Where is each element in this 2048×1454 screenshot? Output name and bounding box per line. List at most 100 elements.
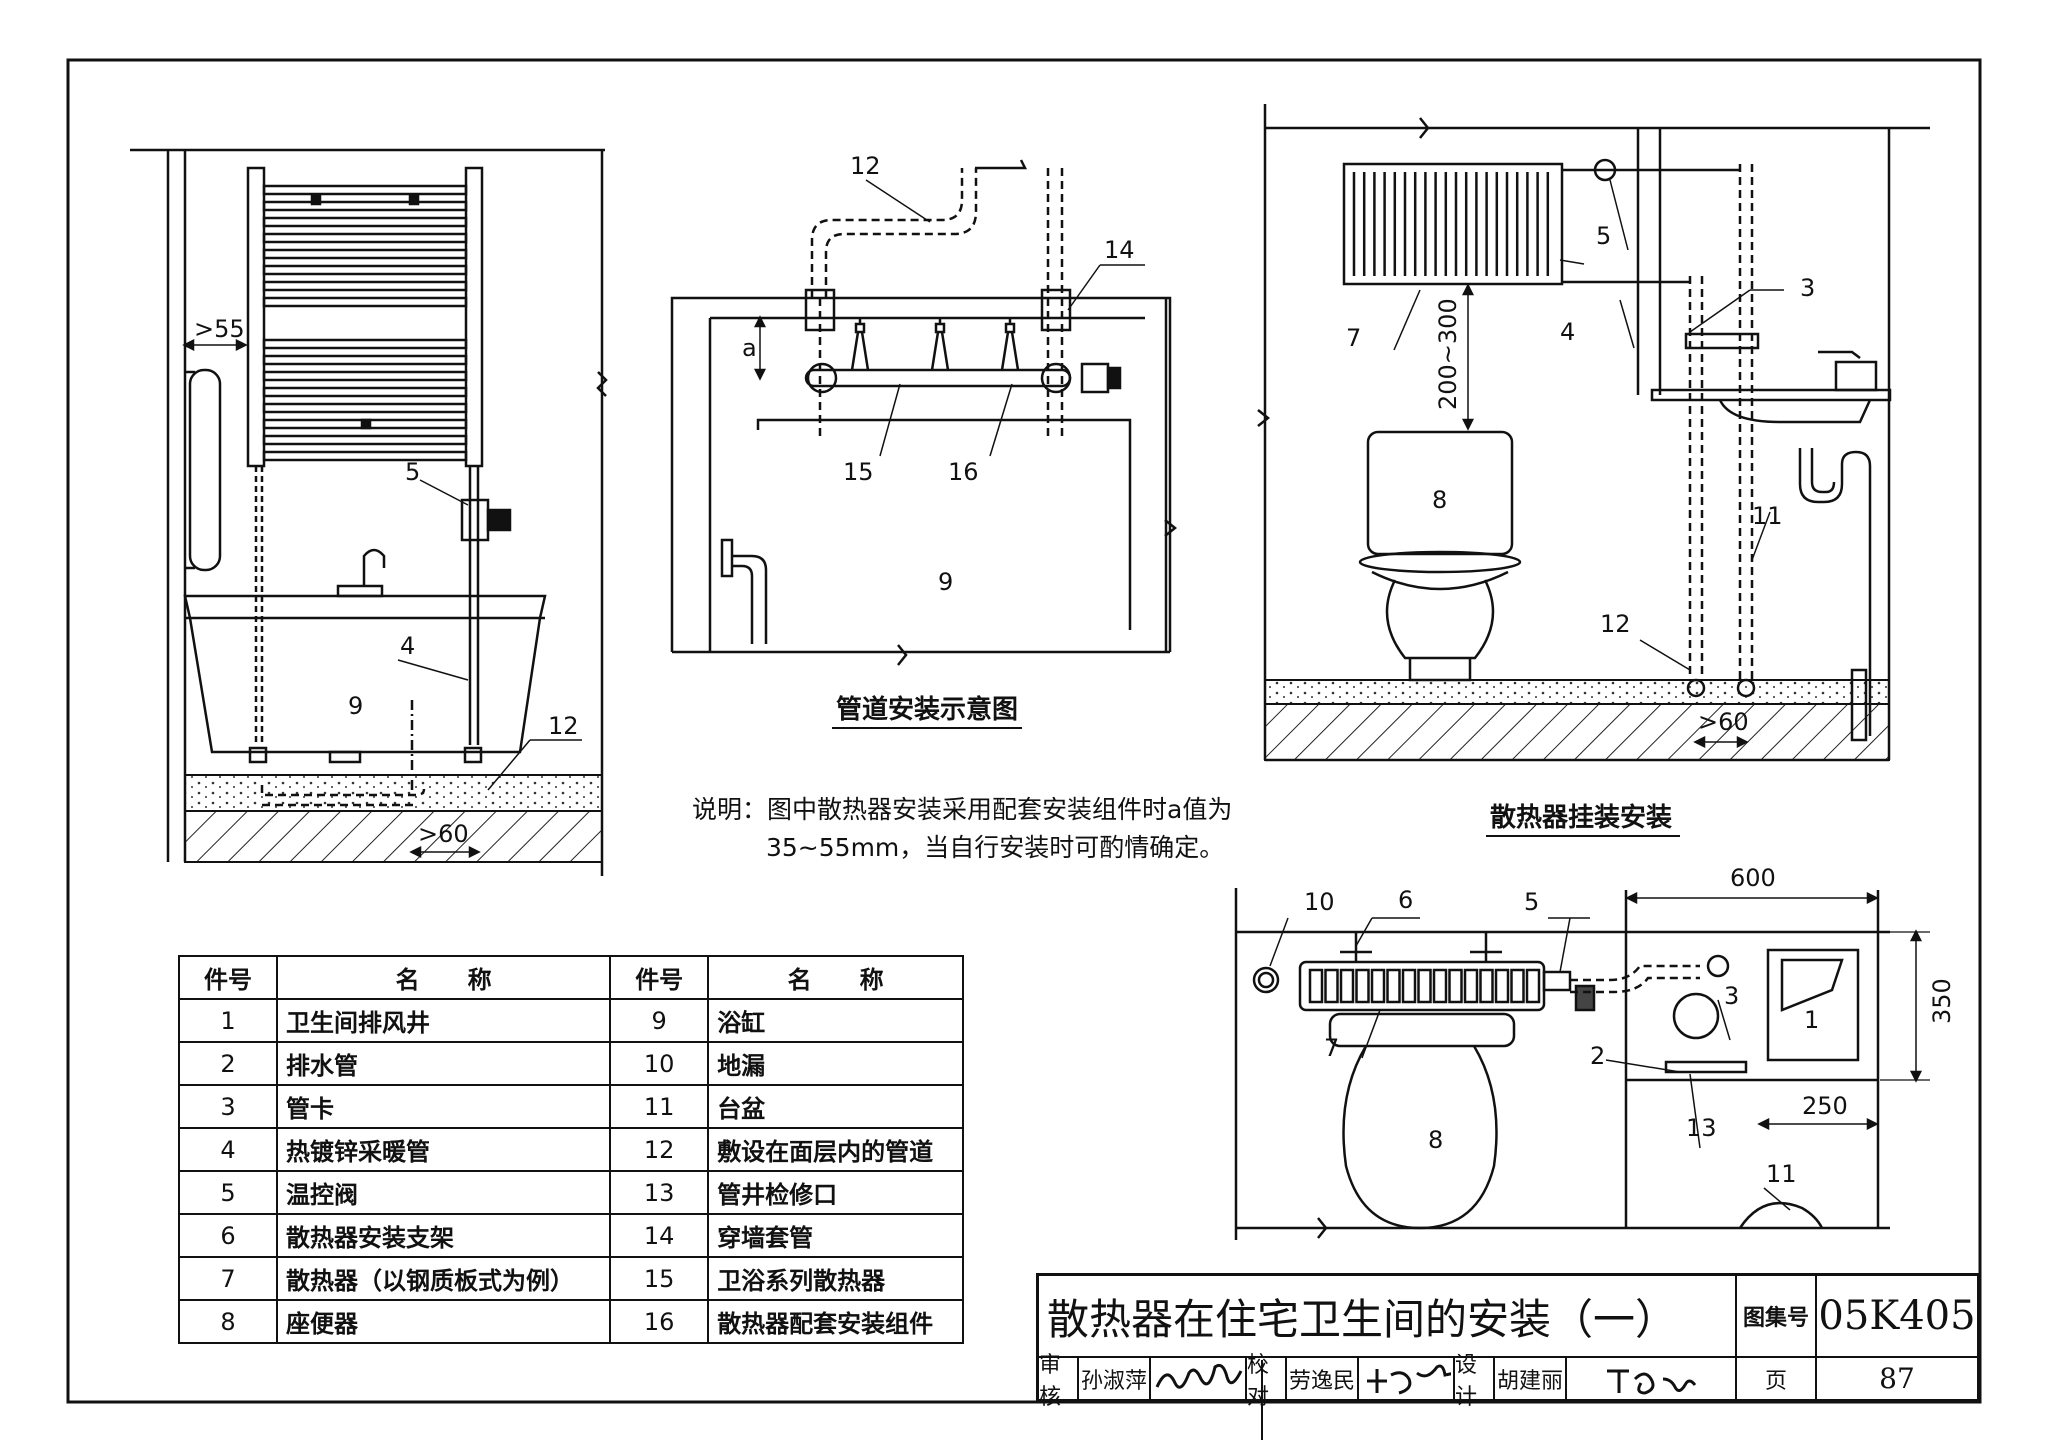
part-name: 敷设在面层内的管道	[707, 1127, 964, 1172]
left-callout-5: 5	[405, 458, 420, 486]
part-no: 14	[609, 1213, 710, 1258]
plan-callout-2: 2	[1590, 1042, 1605, 1070]
design-name: 胡建丽	[1495, 1358, 1567, 1399]
right-callout-60: >60	[1698, 708, 1749, 736]
plan-cell	[1525, 968, 1541, 1004]
plan-callout-11: 11	[1766, 1160, 1797, 1188]
page-label: 页	[1737, 1358, 1817, 1399]
col-header-name-2: 名 称	[707, 955, 964, 1000]
left-callout-60: >60	[418, 820, 469, 848]
plan-cell	[1479, 968, 1494, 1004]
towel-bar	[262, 184, 468, 196]
right-callout-4: 4	[1560, 318, 1575, 346]
right-callout-12: 12	[1600, 610, 1631, 638]
plan-cell	[1448, 968, 1463, 1004]
design-signature	[1567, 1358, 1737, 1399]
mounting-bracket	[930, 318, 950, 371]
right-dim-200-300: 200~300	[1434, 298, 1462, 410]
plan-callout-7: 7	[1324, 1034, 1339, 1062]
part-no: 10	[609, 1041, 710, 1086]
signature-row: 审核 孙淑萍 校对 劳逸民 设计 胡建丽 页 87	[1039, 1353, 1977, 1410]
part-name: 卫生间排风井	[275, 998, 612, 1043]
plan-cell	[1463, 968, 1479, 1004]
left-callout-9: 9	[348, 692, 363, 720]
part-name: 散热器安装支架	[275, 1213, 612, 1258]
left-elevation-view	[130, 148, 608, 876]
part-name: 卫浴系列散热器	[707, 1256, 964, 1301]
towel-bar	[262, 370, 468, 382]
plan-cell	[1494, 968, 1510, 1004]
towel-bar	[262, 296, 468, 308]
towel-bar	[262, 386, 468, 398]
left-callout-55: >55	[194, 315, 245, 343]
part-name: 座便器	[275, 1299, 612, 1344]
part-no: 16	[609, 1299, 710, 1344]
atlas-no-label: 图集号	[1737, 1276, 1817, 1358]
part-name: 台盆	[707, 1084, 964, 1129]
review-signature	[1151, 1358, 1247, 1399]
parts-table-header: 件号 名 称 件号 名 称	[178, 955, 964, 1000]
mid-callout-14: 14	[1104, 236, 1135, 264]
part-name: 温控阀	[275, 1170, 612, 1215]
part-no: 15	[609, 1256, 710, 1301]
plan-callout-5: 5	[1524, 888, 1539, 916]
part-name: 穿墙套管	[707, 1213, 964, 1258]
right-callout-11: 11	[1752, 502, 1783, 530]
mid-callout-15: 15	[843, 458, 874, 486]
note-line-2: 35~55mm，当自行安装时可酌情确定。	[766, 833, 1224, 862]
mid-callout-9: 9	[938, 568, 953, 596]
plan-cell	[1339, 968, 1355, 1004]
part-name: 散热器配套安装组件	[707, 1299, 964, 1344]
design-label: 设计	[1455, 1353, 1495, 1410]
right-callout-8: 8	[1432, 486, 1447, 514]
mid-callout-12: 12	[850, 152, 881, 180]
col-header-no-2: 件号	[609, 955, 710, 1000]
part-no: 2	[178, 1041, 278, 1086]
plan-cell	[1432, 968, 1448, 1004]
towel-bar	[262, 434, 468, 446]
part-no: 3	[178, 1084, 278, 1129]
review-name: 孙淑萍	[1079, 1358, 1151, 1399]
plan-cell	[1401, 968, 1417, 1004]
part-no: 5	[178, 1170, 278, 1215]
caption-radiator-hanging: 散热器挂装安装	[1490, 803, 1672, 833]
mid-callout-16: 16	[948, 458, 979, 486]
review-label: 审核	[1039, 1353, 1079, 1410]
mounting-bracket	[1000, 318, 1020, 371]
part-no: 13	[609, 1170, 710, 1215]
check-label: 校对	[1247, 1353, 1287, 1410]
plan-cell	[1308, 968, 1324, 1004]
part-no: 7	[178, 1256, 278, 1301]
plan-cell	[1386, 968, 1401, 1004]
part-name: 热镀锌采暖管	[275, 1127, 612, 1172]
part-name: 地漏	[707, 1041, 964, 1086]
caption-pipe-installation: 管道安装示意图	[836, 694, 1018, 725]
part-no: 6	[178, 1213, 278, 1258]
right-callout-5: 5	[1596, 222, 1611, 250]
atlas-no: 05K405	[1817, 1276, 1977, 1358]
plan-dim-600: 600	[1730, 864, 1776, 892]
part-no: 9	[609, 998, 710, 1043]
part-name: 管卡	[275, 1084, 612, 1129]
right-callout-7: 7	[1346, 324, 1361, 352]
right-elevation-view	[1257, 104, 1930, 762]
col-header-no: 件号	[178, 955, 278, 1000]
part-no: 4	[178, 1127, 278, 1172]
towel-bar	[262, 216, 468, 228]
plan-callout-10: 10	[1304, 888, 1335, 916]
towel-bar	[262, 338, 468, 350]
mid-brackets	[850, 318, 1020, 371]
check-signature	[1359, 1358, 1455, 1399]
part-name: 排水管	[275, 1041, 612, 1086]
towel-bar	[262, 280, 468, 292]
towel-bar	[262, 450, 468, 462]
